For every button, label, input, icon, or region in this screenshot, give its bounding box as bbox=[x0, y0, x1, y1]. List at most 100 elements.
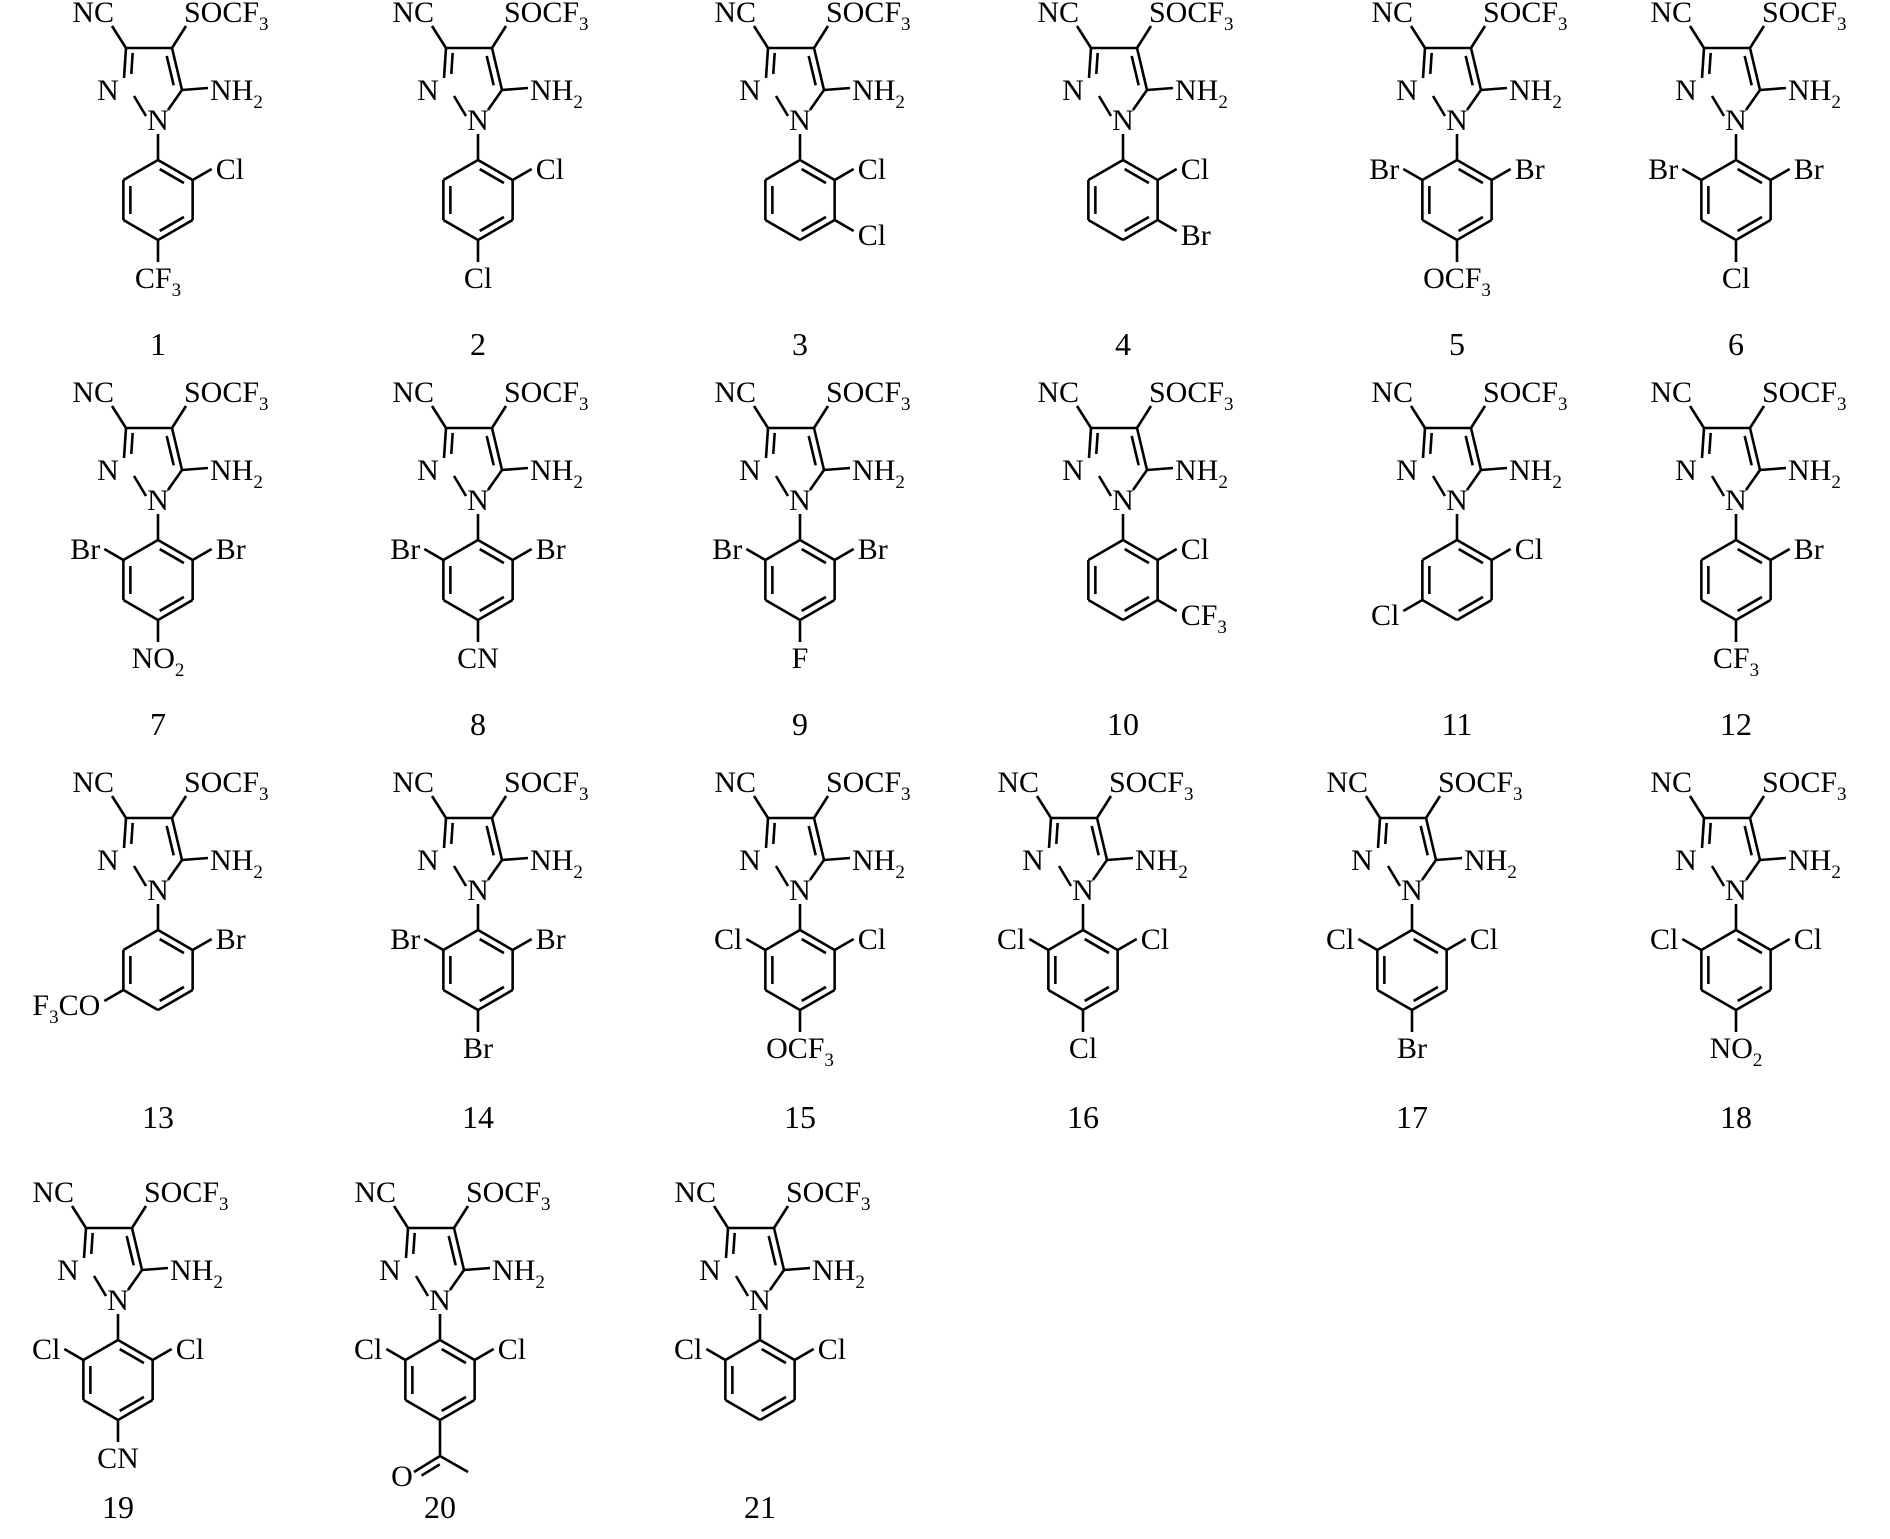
bond-R2 bbox=[1769, 547, 1791, 562]
ring-bond-3 bbox=[122, 988, 159, 1012]
sulfinyl-group: SOCF3 bbox=[504, 0, 589, 35]
bond-c5-c4 bbox=[1469, 47, 1483, 91]
bond-R6 bbox=[423, 937, 445, 952]
bond-c5-nh2 bbox=[1759, 466, 1787, 472]
ring-bond-2-inner bbox=[1124, 215, 1150, 233]
bond-c5-c4 bbox=[170, 817, 184, 861]
bond-c3-n2-inner bbox=[1707, 432, 1712, 455]
bond-c3-n2 bbox=[82, 1227, 88, 1259]
cyano-group: NC bbox=[72, 766, 114, 799]
ring-bond-2-inner bbox=[1737, 215, 1763, 233]
substituent-r6: Br bbox=[712, 533, 742, 566]
bond-n1-c5 bbox=[1465, 469, 1483, 491]
ring-n1-atom: N bbox=[1112, 104, 1134, 137]
amino-group-part: 2 bbox=[1552, 92, 1562, 113]
bond-c3-n2-inner bbox=[129, 52, 134, 75]
substituent-r2-part: Cl bbox=[818, 1333, 846, 1366]
substituent-r6-part: Cl bbox=[997, 923, 1025, 956]
ring-n2-atom-part: N bbox=[699, 1254, 721, 1287]
sulfinyl-group-part: SOCF bbox=[504, 766, 579, 799]
ring-n1-atom: N bbox=[1725, 874, 1747, 907]
sulfinyl-group-part: SOCF bbox=[184, 0, 259, 29]
cyano-group: NC bbox=[674, 1176, 716, 1209]
substituent-r2-part: Br bbox=[1794, 533, 1824, 566]
substituent-r3: CF3 bbox=[1181, 599, 1227, 638]
bond-n1-c5 bbox=[1131, 469, 1149, 491]
ring-n1-atom: N bbox=[467, 484, 489, 517]
bond-c3-n2-inner bbox=[771, 822, 776, 845]
amino-group-part: 2 bbox=[855, 1272, 865, 1293]
substituent-r2: Cl bbox=[1181, 533, 1209, 566]
bond-c5-c4-inner bbox=[485, 435, 495, 466]
compound-number-17: 17 bbox=[1396, 1099, 1428, 1135]
ring-bond-2 bbox=[1735, 598, 1772, 622]
ring-bond-2-inner bbox=[801, 595, 827, 613]
amino-group: NH2 bbox=[530, 454, 583, 493]
bond-c3-n2-inner bbox=[1054, 822, 1059, 845]
cyano-group: NC bbox=[1326, 766, 1368, 799]
bond-c5-c4 bbox=[812, 817, 826, 861]
bond-c5-c4-inner bbox=[485, 825, 495, 856]
ring-n2-atom: N bbox=[1062, 74, 1084, 107]
bond-R2 bbox=[833, 547, 855, 562]
ring-bond-0-inner bbox=[1737, 547, 1763, 565]
ring-bond-2 bbox=[799, 988, 836, 1012]
ring-n2-atom: N bbox=[1396, 454, 1418, 487]
bond-c3-cn bbox=[1075, 25, 1093, 49]
substituent-r3-part: Cl bbox=[858, 219, 886, 252]
bond-c5-nh2 bbox=[181, 466, 209, 472]
amino-group-part: NH bbox=[812, 1254, 855, 1287]
substituent-r2: Cl bbox=[1470, 923, 1498, 956]
ring-bond-2-inner bbox=[159, 985, 185, 1003]
bond-c-me bbox=[439, 1454, 469, 1474]
compound-number-21: 21 bbox=[744, 1489, 776, 1525]
sulfinyl-group-part: SOCF bbox=[1483, 376, 1558, 409]
bond-c5-c4 bbox=[1469, 427, 1483, 471]
ring-n1-atom-part: N bbox=[467, 104, 489, 137]
bond-c4-s bbox=[170, 795, 188, 819]
ring-n1-atom-part: N bbox=[749, 1284, 771, 1317]
bond-c5-c4-inner bbox=[1419, 825, 1429, 856]
compound-number-13: 13 bbox=[142, 1099, 174, 1135]
bond-R2 bbox=[833, 167, 855, 182]
sulfinyl-group-part: 3 bbox=[219, 1194, 229, 1215]
bond-c5-c4-inner bbox=[165, 55, 175, 86]
bond-R5 bbox=[103, 988, 125, 1003]
bond-c3-n2 bbox=[122, 427, 128, 459]
amino-group: NH2 bbox=[530, 844, 583, 883]
sulfinyl-group-part: 3 bbox=[901, 784, 911, 805]
amino-group-part: 2 bbox=[895, 472, 905, 493]
ring-bond-0 bbox=[1456, 158, 1493, 182]
substituent-r4-part: CN bbox=[457, 642, 499, 675]
bond-c5-c4-inner bbox=[485, 55, 495, 86]
amino-group-part: 2 bbox=[1218, 472, 1228, 493]
ring-bond-0-inner bbox=[479, 547, 505, 565]
ring-n2-atom: N bbox=[739, 454, 761, 487]
bond-c4-s bbox=[490, 405, 508, 429]
bond-c5-c4-inner bbox=[1464, 435, 1474, 466]
ring-n2-atom: N bbox=[417, 844, 439, 877]
bond-c3-n2-inner bbox=[1428, 52, 1433, 75]
bond-c3-cn bbox=[1409, 405, 1427, 429]
sulfinyl-group-part: 3 bbox=[259, 784, 269, 805]
bond-c3-n2-inner bbox=[1707, 822, 1712, 845]
amino-group-part: 2 bbox=[573, 862, 583, 883]
bond-n1-c5 bbox=[448, 1269, 466, 1291]
ring-n2-atom: N bbox=[417, 454, 439, 487]
cyano-group: NC bbox=[1650, 766, 1692, 799]
ring-n1-atom: N bbox=[147, 484, 169, 517]
compound-number-6: 6 bbox=[1728, 326, 1744, 362]
substituent-r2-part: Cl bbox=[858, 923, 886, 956]
amino-group-part: 2 bbox=[1178, 862, 1188, 883]
ring-n2-atom-part: N bbox=[97, 844, 119, 877]
amino-group-part: NH bbox=[1788, 844, 1831, 877]
bond-n2-n1 bbox=[734, 1275, 750, 1297]
cyano-group: NC bbox=[714, 766, 756, 799]
amino-group-part: NH bbox=[530, 844, 573, 877]
compound-number-12: 12 bbox=[1720, 706, 1752, 742]
compound-number-10: 10 bbox=[1107, 706, 1139, 742]
cyano-group-part: NC bbox=[1650, 766, 1692, 799]
